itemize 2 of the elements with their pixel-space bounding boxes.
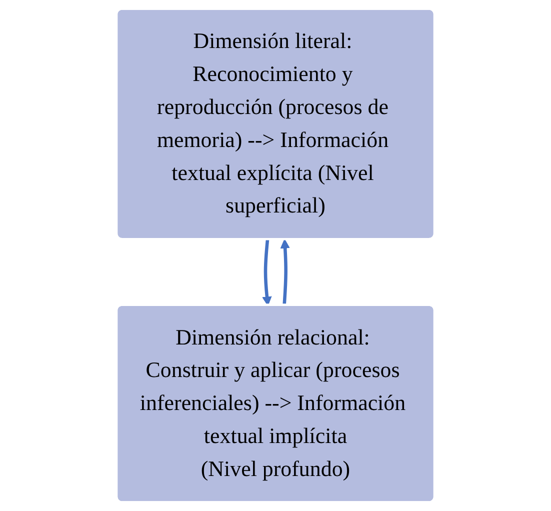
arrow <box>262 239 272 306</box>
arrow <box>280 239 290 306</box>
